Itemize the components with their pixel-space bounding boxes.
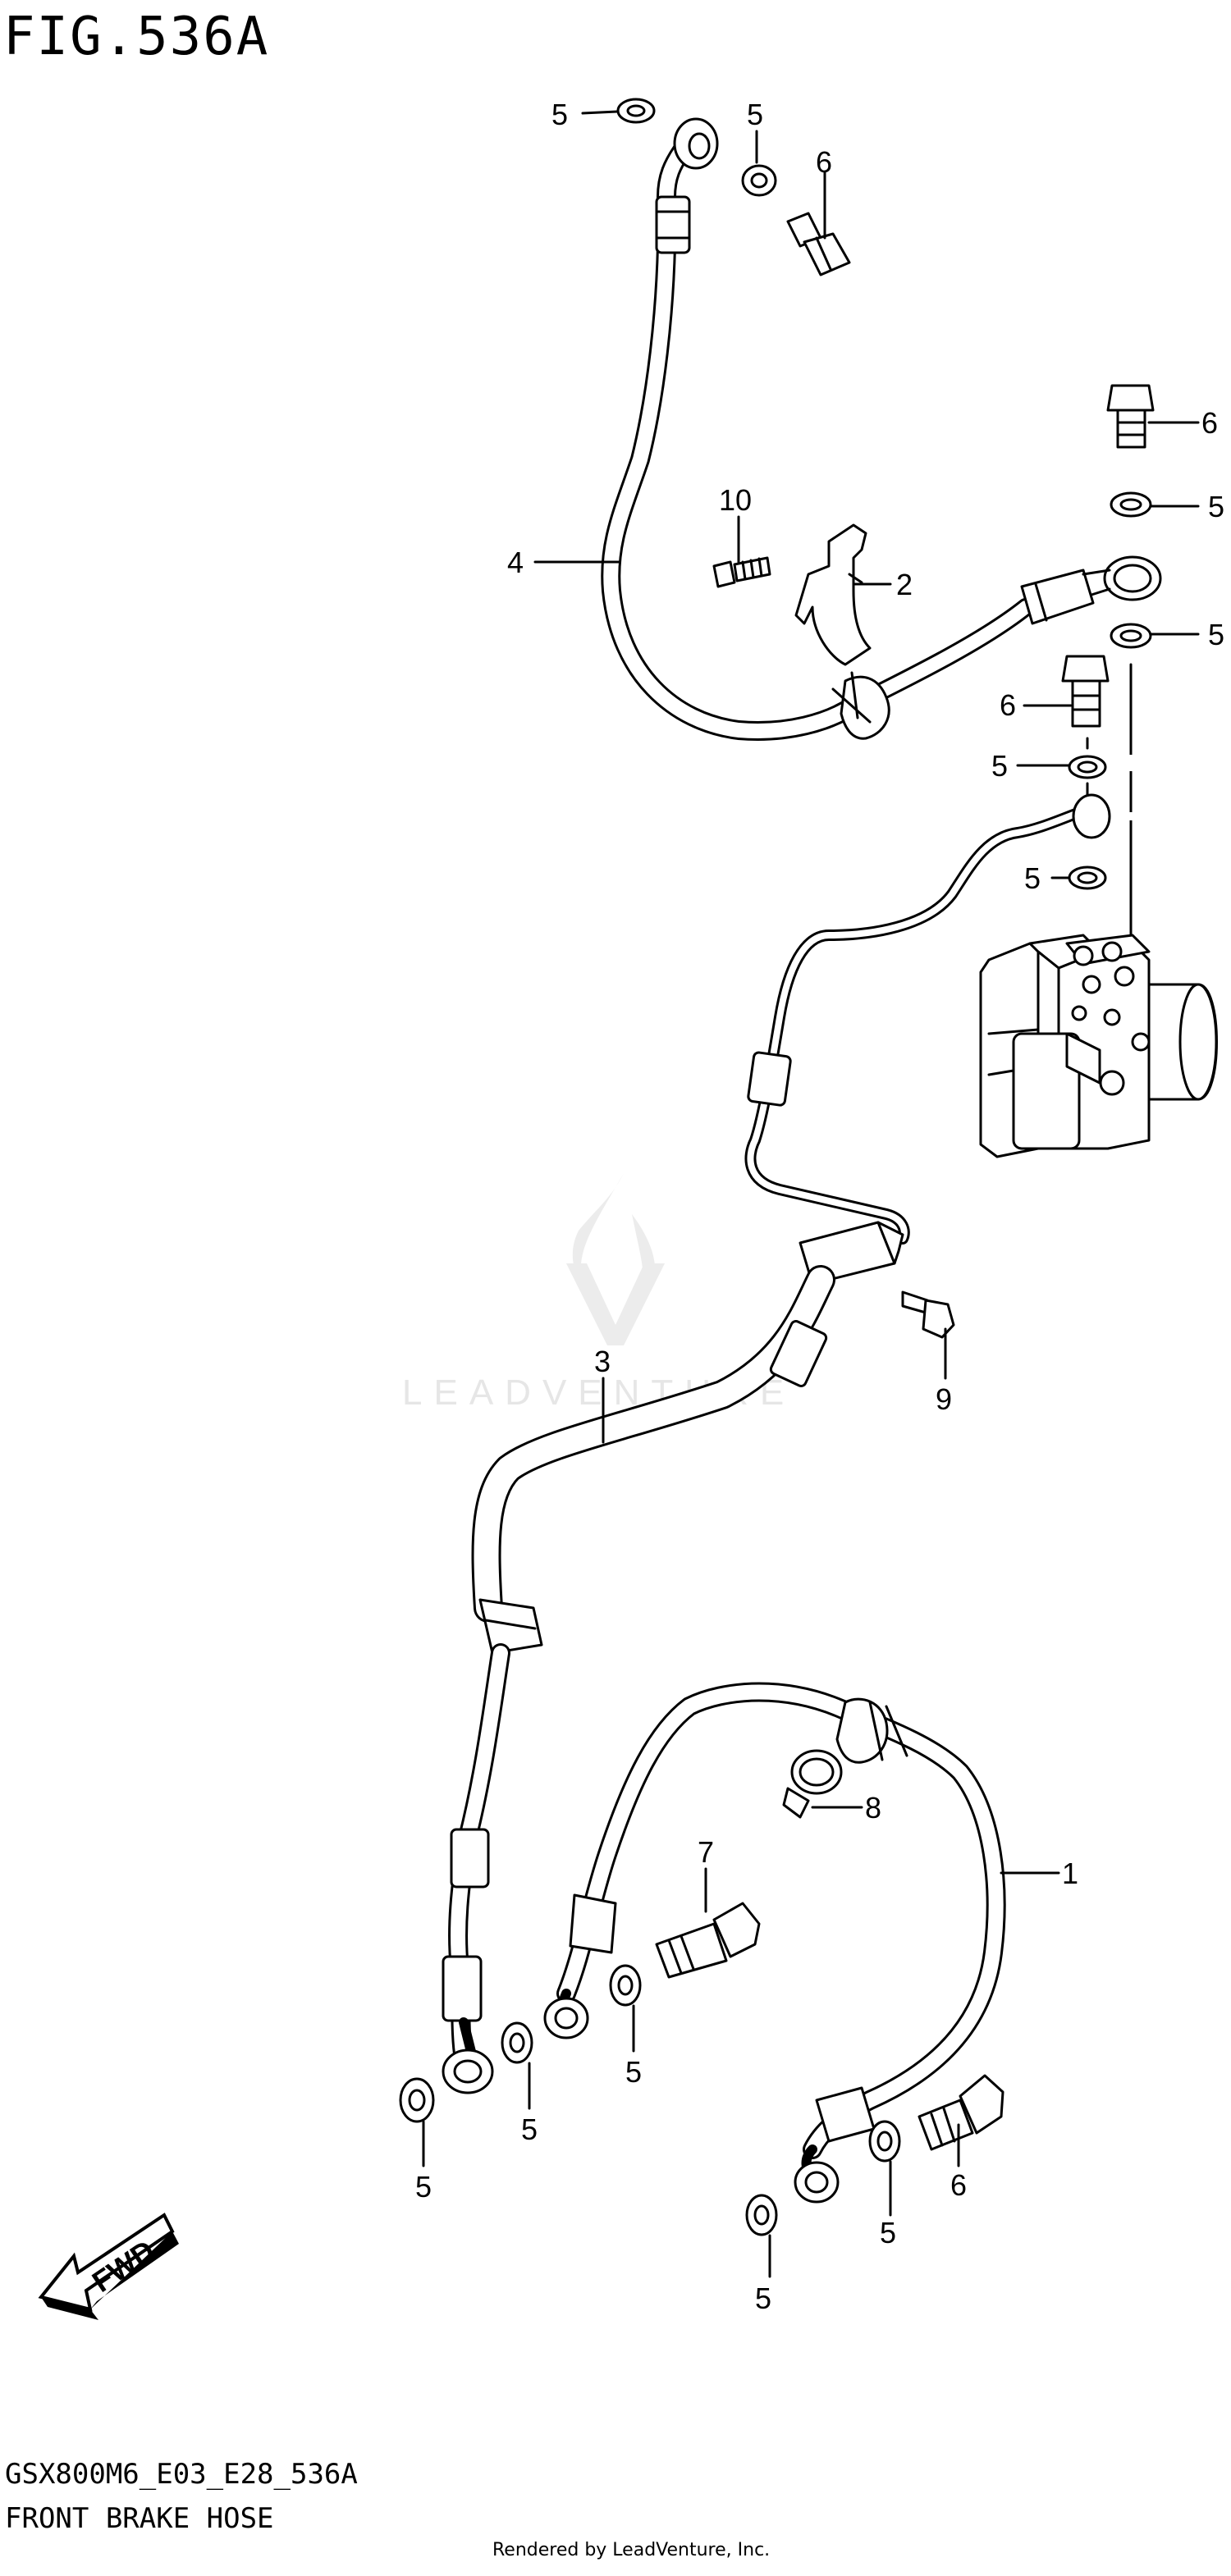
banjo-bolt-6-right-b[interactable] (1061, 655, 1110, 728)
hose-4[interactable] (601, 117, 1162, 741)
washer-5-right-b[interactable] (1110, 623, 1152, 649)
callout-9: 9 (936, 1382, 952, 1416)
banjo-bolt-7[interactable] (655, 1902, 761, 1979)
callout-6: 6 (1000, 688, 1016, 722)
figure-name: FRONT BRAKE HOSE (5, 2502, 274, 2535)
callout-5: 5 (415, 2170, 432, 2204)
callout-10: 10 (719, 483, 752, 517)
fwd-direction-badge: FWD (38, 2213, 179, 2320)
banjo-bolt-6-right-a[interactable] (1106, 384, 1155, 449)
washer-5-lower-b[interactable] (501, 2021, 533, 2064)
figure-code: GSX800M6_E03_E28_536A (5, 2458, 358, 2491)
watermark-v-icon (566, 1263, 665, 1345)
hose-1[interactable] (543, 1682, 1006, 2204)
callout-5: 5 (551, 98, 568, 131)
washer-5-mid-b[interactable] (1068, 866, 1107, 890)
callout-5: 5 (880, 2216, 896, 2249)
washer-5-lower-e[interactable] (745, 2194, 778, 2236)
washer-5-lower-a[interactable] (399, 2077, 435, 2123)
callout-5: 5 (747, 98, 763, 131)
callout-5: 5 (1208, 618, 1224, 651)
washer-5-right-a[interactable] (1110, 491, 1152, 518)
callout-8: 8 (865, 1791, 881, 1825)
leader-lines (422, 110, 1200, 2278)
render-credit: Rendered by LeadVenture, Inc. (492, 2540, 771, 2560)
callout-7: 7 (698, 1835, 714, 1869)
callout-5: 5 (1208, 490, 1224, 523)
callout-labels: 5 5 6 6 5 5 6 5 5 4 10 2 3 9 1 8 7 5 5 5… (415, 98, 1224, 2315)
callout-5: 5 (991, 749, 1008, 783)
hose-3[interactable] (442, 793, 1111, 2094)
callout-2: 2 (896, 568, 913, 601)
callout-6: 6 (816, 145, 832, 179)
callout-3: 3 (594, 1345, 611, 1378)
bolt-10[interactable] (712, 556, 771, 588)
banjo-bolt-6-top[interactable] (786, 212, 851, 276)
washer-5-top-b[interactable] (741, 164, 777, 197)
abs-hydraulic-unit[interactable] (979, 934, 1218, 1158)
callout-1: 1 (1062, 1857, 1078, 1890)
washer-5-top-a[interactable] (616, 98, 656, 124)
callout-5: 5 (625, 2055, 642, 2089)
washer-5-lower-d[interactable] (868, 2120, 901, 2163)
figure-title: FIG.536A (3, 7, 270, 67)
clamp-8[interactable] (782, 1749, 843, 1819)
banjo-bolt-6-lower[interactable] (918, 2074, 1004, 2151)
washer-5-lower-c[interactable] (609, 1964, 642, 2007)
washer-5-mid-a[interactable] (1068, 755, 1107, 779)
callout-5: 5 (755, 2281, 771, 2315)
callout-6: 6 (1201, 406, 1218, 440)
callout-4: 4 (507, 546, 524, 579)
callout-5: 5 (1024, 861, 1041, 895)
callout-6: 6 (950, 2168, 967, 2202)
bracket-2[interactable] (794, 523, 872, 666)
callout-5: 5 (521, 2112, 538, 2146)
